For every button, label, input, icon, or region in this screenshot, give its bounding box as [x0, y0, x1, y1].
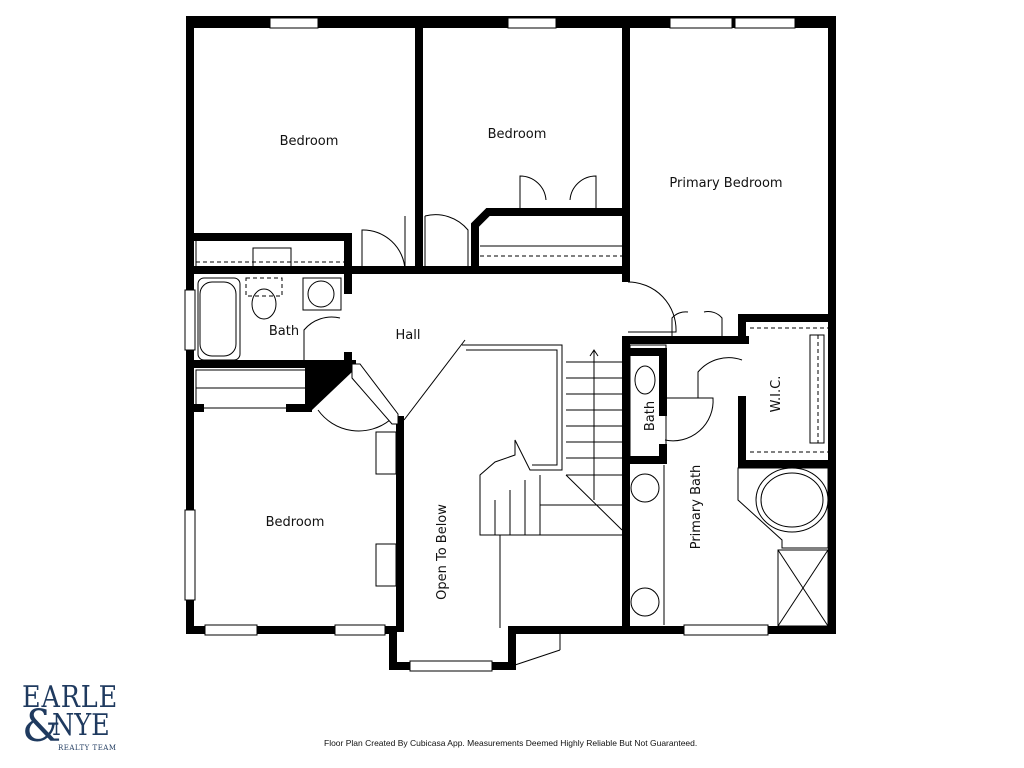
bay-edge [511, 649, 561, 667]
room-label-bath: Bath [269, 324, 299, 339]
room-labels: Bedroom Bedroom Primary Bedroom Bath Hal… [266, 127, 784, 600]
door-opening [351, 363, 399, 425]
windows [184, 17, 796, 672]
room-label-primary-bath: Primary Bath [689, 465, 704, 550]
company-logo: EARLE & NYE REALTY TEAM [22, 680, 135, 752]
logo-line2: NYE [52, 708, 110, 743]
logo-line1: EARLE [22, 680, 119, 715]
room-label-wic: W.I.C. [769, 376, 784, 413]
walls [186, 16, 836, 670]
logo-line3: REALTY TEAM [58, 744, 117, 752]
room-label-bedroom: Bedroom [280, 134, 339, 149]
room-label-bath: Bath [643, 401, 658, 431]
footer-disclaimer: Floor Plan Created By Cubicasa App. Meas… [324, 738, 698, 748]
logo-ampersand: & [22, 701, 62, 752]
doors [303, 175, 743, 442]
room-label-primary-bedroom: Primary Bedroom [669, 176, 782, 191]
staircase [403, 339, 626, 628]
room-label-hall: Hall [396, 328, 421, 343]
room-label-bedroom: Bedroom [266, 515, 325, 530]
wall-block [305, 364, 352, 410]
room-label-open-to-below: Open To Below [435, 504, 450, 600]
fixtures [195, 239, 829, 628]
room-label-bedroom: Bedroom [488, 127, 547, 142]
